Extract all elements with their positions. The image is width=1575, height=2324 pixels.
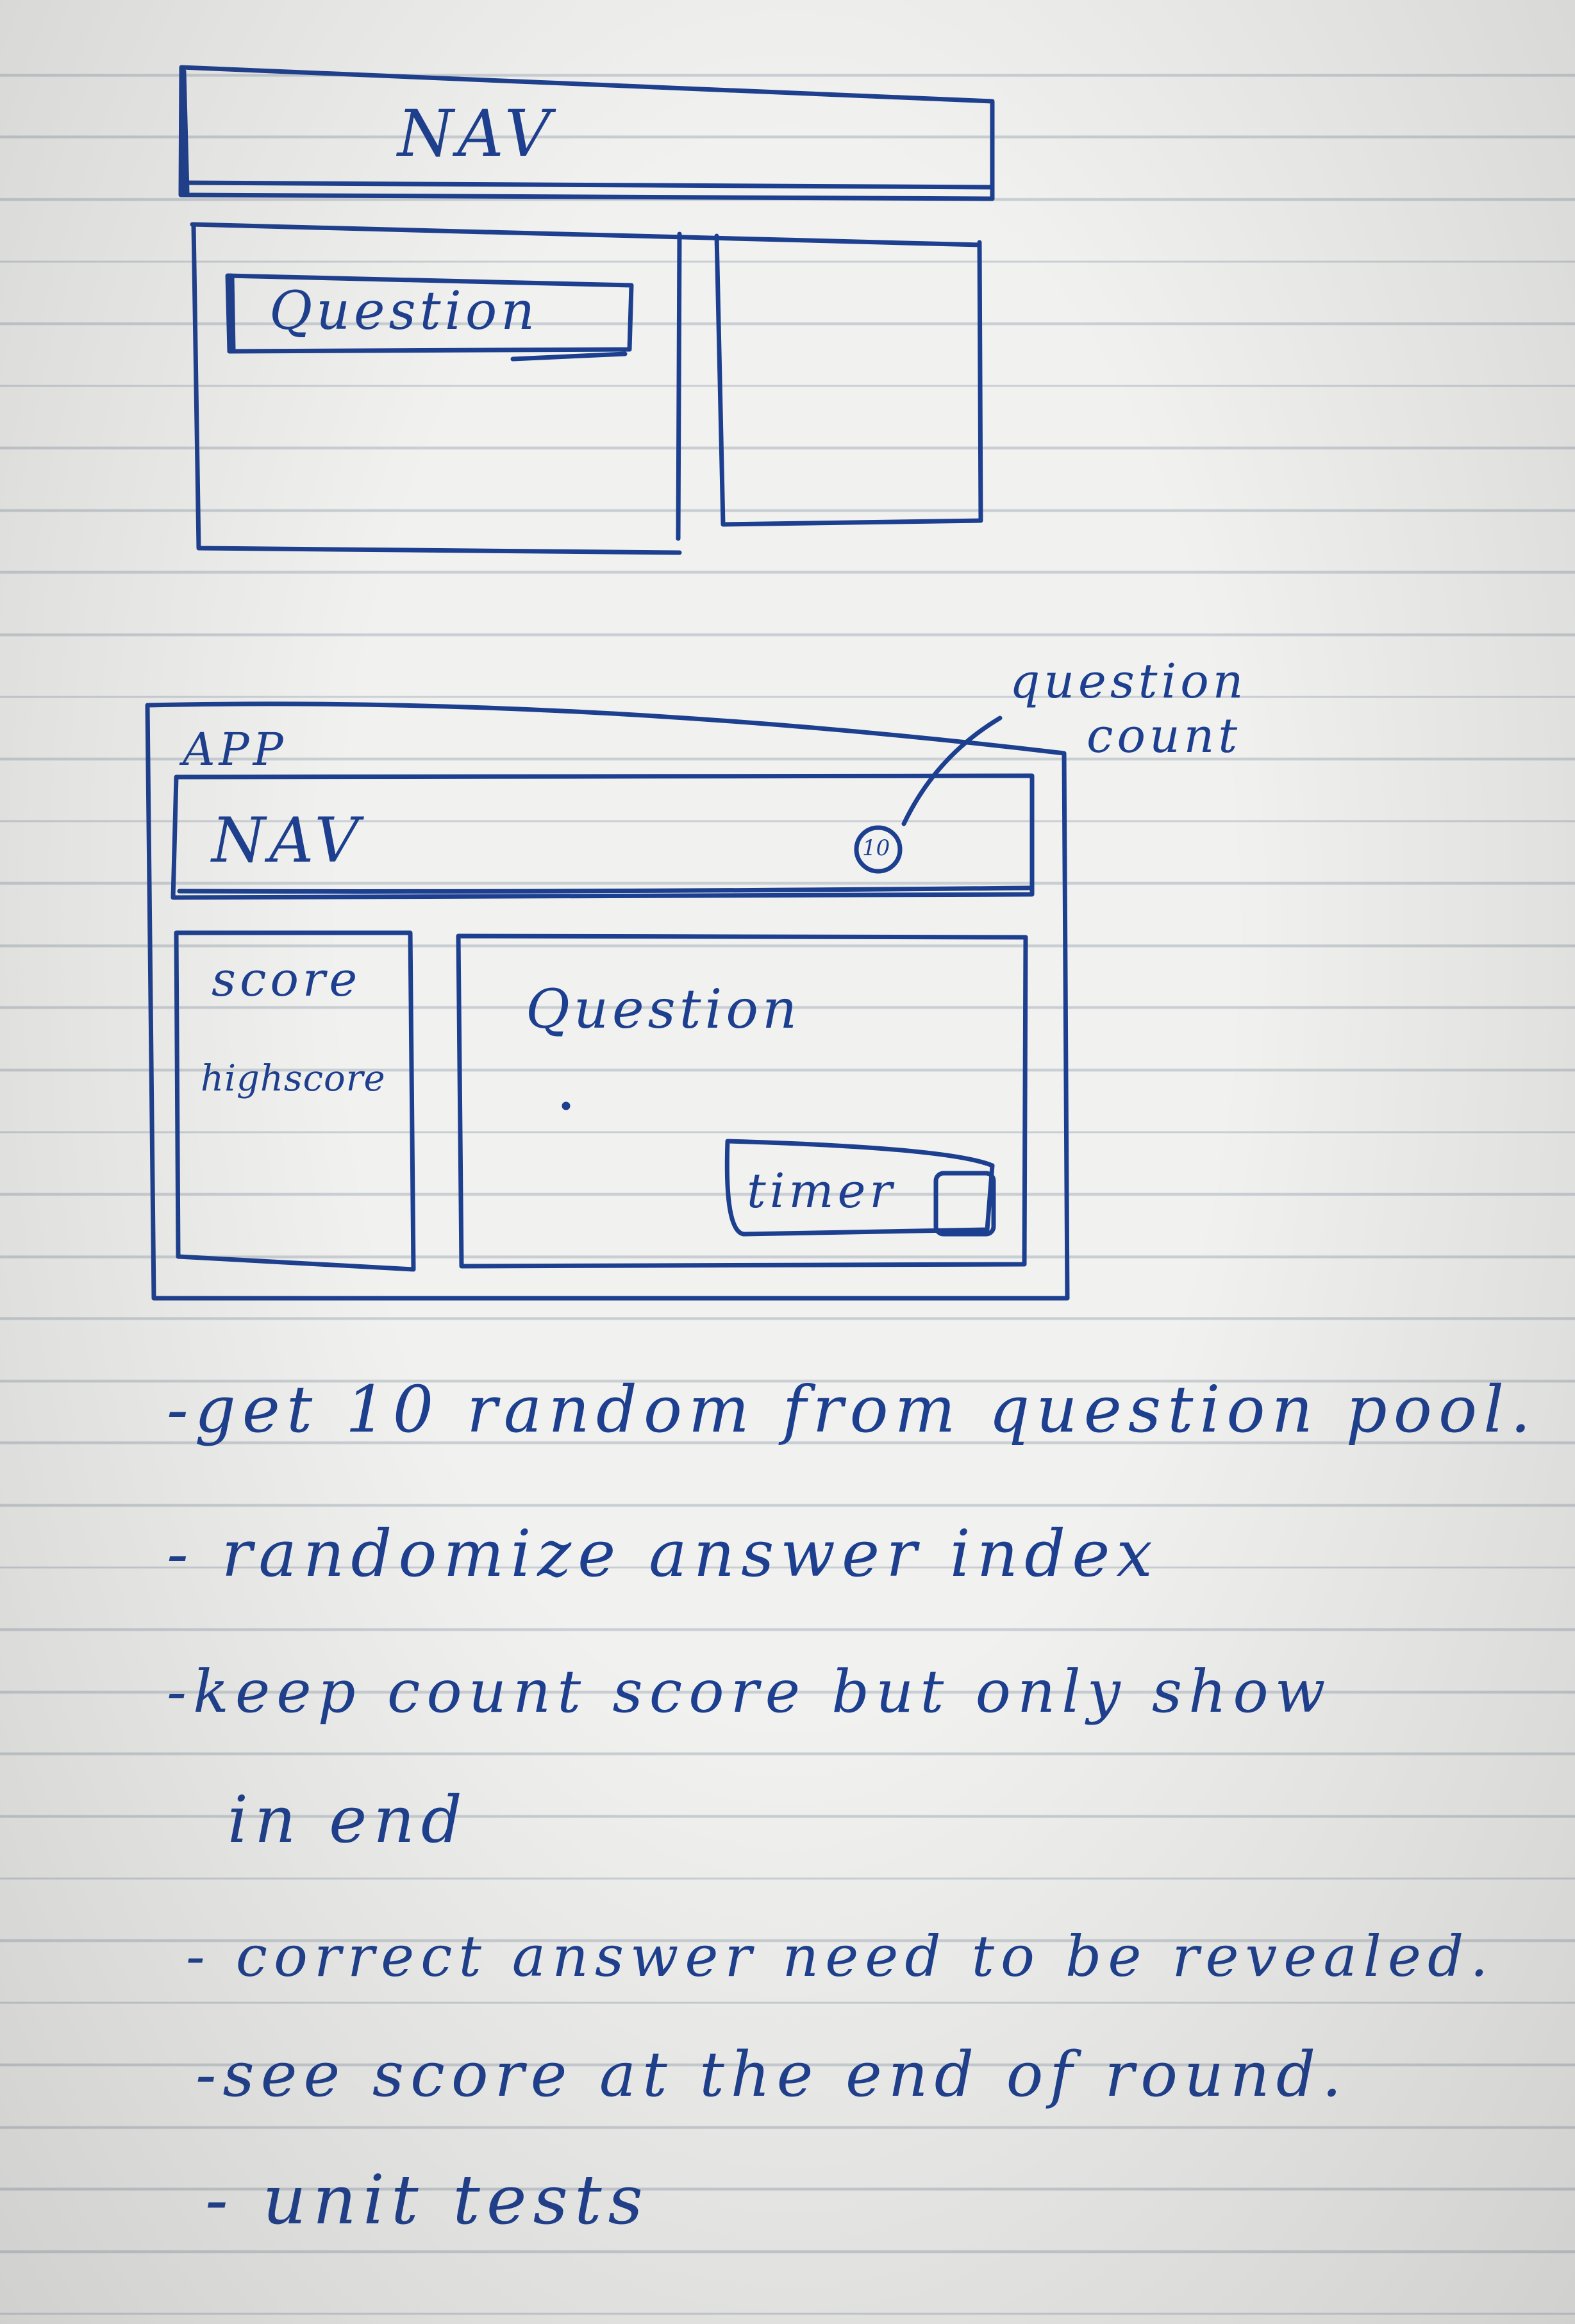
question-count-value: 10 xyxy=(862,835,890,861)
highscore-label: highscore xyxy=(201,1058,386,1099)
wireframe-2 xyxy=(145,701,1070,1301)
note-3: -keep count score but only show xyxy=(167,1657,1332,1726)
score-label: score xyxy=(212,952,362,1007)
annotation-arrow xyxy=(901,715,1003,826)
note-7: - unit tests xyxy=(205,2161,649,2239)
note-1: -get 10 random from question pool. xyxy=(167,1372,1537,1447)
timer-toggle xyxy=(933,1171,996,1237)
wf2-question-label: Question xyxy=(526,978,801,1041)
wf1-main-box xyxy=(190,222,982,247)
timer-label: timer xyxy=(747,1164,896,1219)
annotation-line-1: question xyxy=(1010,654,1247,709)
wf2-score-panel xyxy=(174,930,416,1272)
wf1-question-label: Question xyxy=(269,281,539,342)
wf2-app-box xyxy=(145,701,1070,1301)
note-2: - randomize answer index xyxy=(167,1516,1159,1591)
note-4: in end xyxy=(228,1782,469,1857)
wf2-question-panel xyxy=(456,933,1028,1269)
wf2-nav-box xyxy=(171,773,1035,900)
wf2-app-label: APP xyxy=(183,723,287,776)
note-5: - correct answer need to be revealed. xyxy=(186,1923,1495,1989)
annotation-line-2: count xyxy=(1087,708,1242,764)
wf1-nav-label: NAV xyxy=(397,96,554,171)
question-count-badge xyxy=(854,825,903,874)
note-6: -see score at the end of round. xyxy=(196,2039,1348,2111)
wireframe-1 xyxy=(178,65,995,555)
wf2-nav-label: NAV xyxy=(212,805,363,876)
wf1-nav-box xyxy=(178,65,995,201)
wf2-timer-box xyxy=(724,1139,995,1237)
